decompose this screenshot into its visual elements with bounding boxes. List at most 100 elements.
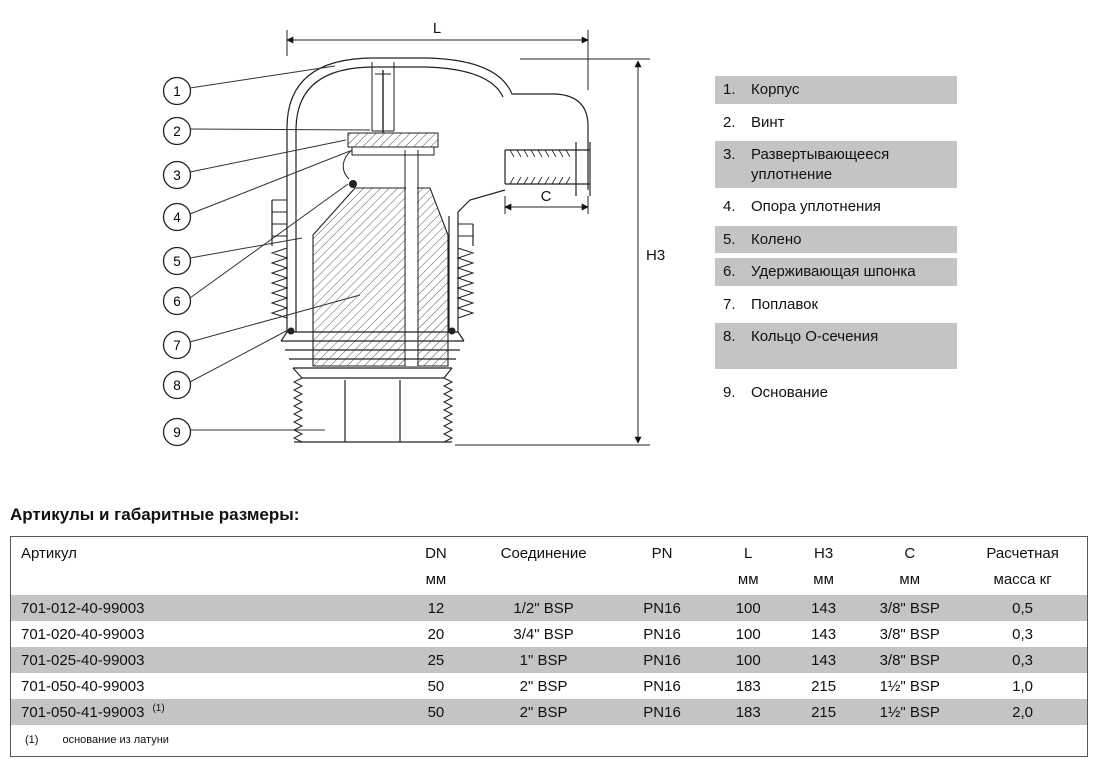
callout-6-number: 6 (173, 294, 181, 309)
seal-mechanism (287, 62, 456, 335)
footnote-text: основание из латуни (62, 734, 169, 746)
legend-item-5: 5.Колено (715, 225, 957, 253)
legend-item-number: 2. (723, 113, 736, 131)
table-cell: 215 (811, 703, 837, 721)
parts-legend: 1.Корпус 2. Винт 3.Развертывающееся уплот… (715, 76, 957, 411)
valve-body-outline (270, 57, 591, 443)
legend-item-label: Развертывающееся уплотнение (751, 146, 890, 183)
header-connection: Соединение (473, 536, 614, 566)
legend-item-label: Удерживающая шпонка (751, 263, 916, 280)
table-footnote-row: (1) основание из латуни (11, 725, 1088, 757)
callout-2: 2 (162, 116, 192, 146)
table-cell: 1" BSP (519, 651, 568, 669)
header-article: Артикул (10, 536, 399, 566)
legend-item-3: 3.Развертывающееся уплотнение (715, 141, 957, 188)
legend-item-number: 6. (723, 263, 736, 280)
table-row: 701-050-41-99003(1) 50 2" BSP PN16 183 2… (10, 699, 1088, 725)
legend-item-6: 6. Удерживающая шпонка (715, 258, 957, 286)
article-number: 701-050-41-99003 (21, 704, 145, 721)
callout-leader-lines (189, 65, 371, 431)
header-dn: DN (398, 536, 474, 566)
table-cell: 50 (427, 703, 445, 721)
table-cell: 143 (811, 599, 837, 617)
table-units-row: мм мм мм мм масса кг (10, 566, 1088, 595)
table-cell: 1½" BSP (879, 677, 940, 695)
callout-5: 5 (162, 246, 192, 276)
table-cell: 0,5 (1012, 599, 1034, 617)
footnote-marker: (1) (152, 703, 165, 714)
callout-8-number: 8 (173, 378, 181, 393)
table-cell: 3/4" BSP (513, 625, 574, 643)
table-cell: 12 (427, 599, 445, 617)
table-cell: 183 (735, 703, 761, 721)
unit-cell (473, 566, 614, 595)
unit-cell (613, 566, 711, 595)
callout-1-number: 1 (173, 84, 181, 99)
callout-1: 1 (162, 76, 192, 106)
unit-cell (10, 566, 399, 595)
table-cell: 0,3 (1012, 625, 1034, 643)
valve-cross-section-diagram: L H3 C 1 2 3 4 5 6 7 8 9 (162, 20, 665, 447)
legend-item-label: Поплавок (751, 295, 819, 313)
header-h3: H3 (785, 536, 862, 566)
callout-9-number: 9 (173, 425, 181, 440)
table-cell: 100 (735, 599, 761, 617)
dim-label-H3: H3 (646, 247, 665, 264)
table-row: 701-025-40-99003 25 1" BSP PN16 100 143 … (10, 647, 1088, 673)
table-cell: PN16 (643, 703, 681, 721)
footnote-marker: (1) (25, 734, 39, 746)
unit-cell: мм (785, 566, 862, 595)
callout-5-number: 5 (173, 254, 181, 269)
table-header-row: Артикул DN Соединение PN L H3 C Расчетна… (10, 536, 1088, 566)
legend-item-number: 8. (723, 328, 736, 345)
unit-cell: мм (398, 566, 474, 595)
table-cell: 2" BSP (519, 677, 568, 695)
dim-label-C: C (541, 188, 552, 205)
callout-3-number: 3 (173, 168, 181, 183)
legend-item-number: 9. (723, 383, 736, 401)
legend-item-9: 9. Основание (715, 379, 957, 407)
unit-cell: масса кг (958, 566, 1088, 595)
legend-item-label: Винт (751, 113, 785, 131)
table-cell: PN16 (643, 677, 681, 695)
legend-item-label: Опора уплотнения (751, 198, 881, 215)
table-cell: 215 (811, 677, 837, 695)
table-cell: 20 (427, 625, 445, 643)
table-cell: PN16 (643, 651, 681, 669)
table-cell: 143 (811, 625, 837, 643)
table-cell: 100 (735, 625, 761, 643)
dim-label-L: L (433, 20, 441, 37)
header-l: L (710, 536, 786, 566)
table-cell: PN16 (643, 625, 681, 643)
callout-7: 7 (162, 330, 192, 360)
header-mass: Расчетная (958, 536, 1088, 566)
legend-item-number: 1. (723, 81, 736, 98)
legend-item-label: Кольцо О-сечения (751, 328, 879, 345)
table-cell: 50 (427, 677, 445, 695)
legend-item-number: 4. (723, 198, 736, 215)
legend-item-1: 1.Корпус (715, 76, 957, 104)
table-cell: 2,0 (1012, 703, 1034, 721)
legend-item-label: Основание (751, 383, 828, 401)
callout-7-number: 7 (173, 338, 181, 353)
articles-dimensions-table: Артикул DN Соединение PN L H3 C Расчетна… (10, 536, 1088, 757)
table-cell: 25 (427, 651, 445, 669)
unit-cell: мм (861, 566, 959, 595)
table-cell: 3/8" BSP (879, 625, 940, 643)
legend-item-number: 7. (723, 295, 736, 313)
table-cell: 183 (735, 677, 761, 695)
callout-4-number: 4 (173, 210, 181, 225)
table-cell: 1,0 (1012, 677, 1034, 695)
legend-item-2: 2. Винт (715, 109, 957, 137)
table-cell-article: 701-050-40-99003 (21, 677, 145, 695)
legend-item-4: 4. Опора уплотнения (715, 193, 957, 221)
table-cell: PN16 (643, 599, 681, 617)
table-cell-article: 701-020-40-99003 (21, 625, 145, 643)
dimension-labels: L H3 C (433, 20, 665, 264)
legend-item-number: 5. (723, 230, 736, 248)
callout-4: 4 (162, 202, 192, 232)
callout-3: 3 (162, 160, 192, 190)
legend-item-7: 7. Поплавок (715, 291, 957, 319)
section-title: Артикулы и габаритные размеры: (10, 505, 300, 524)
